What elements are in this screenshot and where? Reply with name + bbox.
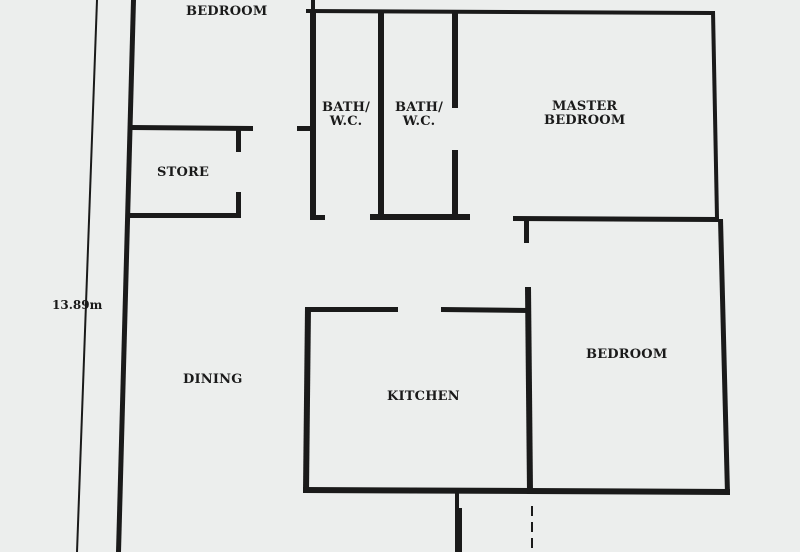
exterior-wall-left bbox=[116, 0, 136, 552]
wall-bath1-left bbox=[310, 11, 316, 219]
wall-bedroom-right-bottom bbox=[527, 488, 730, 495]
wall-kitchen-bottom bbox=[303, 487, 533, 494]
room-label-master-bedroom: MASTER BEDROOM bbox=[544, 100, 625, 128]
wall-master-right bbox=[711, 11, 719, 218]
room-label-bath1: BATH/ W.C. bbox=[322, 101, 370, 129]
door-stub-bath1 bbox=[297, 126, 311, 131]
wall-master-bottom bbox=[513, 216, 719, 222]
wall-bedroom-right-right bbox=[718, 219, 730, 494]
master-line1: MASTER bbox=[551, 99, 618, 114]
wall-bedroom-right-left-upper bbox=[524, 221, 529, 243]
wall-bedroom-top-right bbox=[311, 0, 315, 13]
wall-kitchen-left bbox=[303, 307, 311, 492]
room-label-bedroom-top: BEDROOM bbox=[186, 4, 268, 19]
room-label-kitchen: KITCHEN bbox=[387, 389, 460, 404]
dashed-line-2 bbox=[531, 522, 533, 532]
wall-kitchen-top-right bbox=[441, 307, 529, 313]
dimension-label: 13.89m bbox=[52, 298, 103, 312]
room-label-dining: DINING bbox=[183, 372, 243, 387]
bath1-line1: BATH/ bbox=[322, 100, 371, 115]
bath1-line2: W.C. bbox=[329, 114, 363, 129]
bath2-line1: BATH/ bbox=[395, 100, 444, 115]
bath2-line2: W.C. bbox=[402, 114, 436, 129]
dashed-line-3 bbox=[531, 538, 533, 548]
room-label-store: STORE bbox=[157, 165, 210, 180]
room-label-bedroom-right: BEDROOM bbox=[586, 347, 668, 362]
master-line2: BEDROOM bbox=[544, 113, 626, 128]
dimension-line bbox=[76, 0, 98, 552]
dashed-line-1 bbox=[531, 506, 533, 516]
wall-kitchen-top-left bbox=[305, 307, 398, 312]
wall-bath-divider bbox=[378, 11, 384, 219]
door-swing-kitchen bbox=[458, 508, 462, 552]
wall-store-right-upper bbox=[236, 128, 241, 152]
wall-bedroom-top-bottom bbox=[131, 125, 253, 131]
room-label-bath2: BATH/ W.C. bbox=[395, 101, 443, 129]
wall-bath1-bottom-stub bbox=[310, 215, 325, 220]
wall-store-right-lower bbox=[236, 192, 241, 217]
wall-bath-bottom bbox=[370, 214, 470, 220]
wall-bath2-right-lower bbox=[452, 150, 458, 219]
wall-bath2-right-upper bbox=[452, 11, 458, 108]
wall-store-bottom bbox=[129, 213, 241, 218]
wall-top bbox=[306, 9, 712, 15]
wall-bedroom-right-left-lower bbox=[525, 287, 533, 492]
